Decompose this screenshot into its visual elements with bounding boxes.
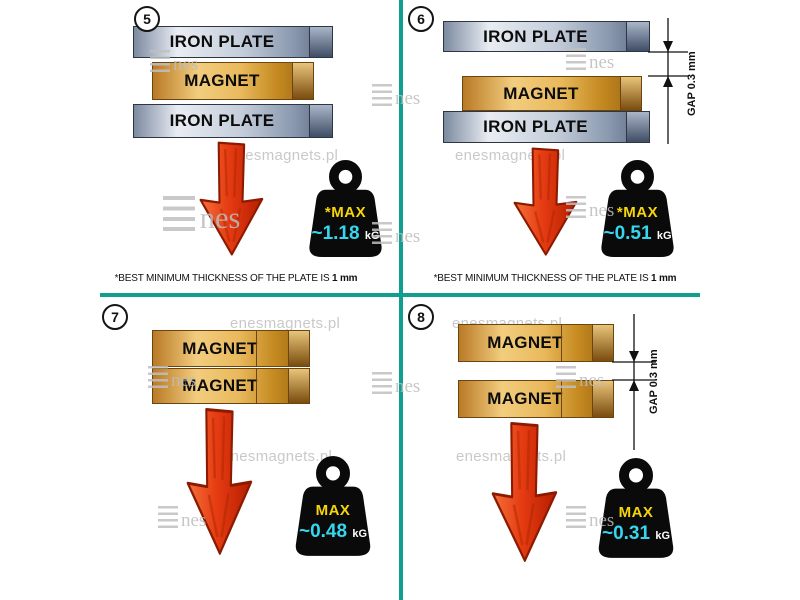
panel7-pull-force-arrow xyxy=(186,408,253,555)
panel6-top-plate-label: IRON PLATE xyxy=(483,26,588,46)
enes-logo-icon xyxy=(556,366,576,390)
enes-logo-text: nes xyxy=(395,376,421,397)
panel7-top-magnet: MAGNET xyxy=(152,330,310,367)
panel6-pull-force-arrow xyxy=(513,147,578,256)
panel5-max-label: *MAX xyxy=(324,204,367,222)
kettlebell-icon xyxy=(295,456,371,556)
enes-logo-icon xyxy=(372,84,392,108)
enes-logo-watermark: nes xyxy=(163,196,241,236)
enes-logo-icon xyxy=(566,506,586,530)
enes-logo-icon xyxy=(372,372,392,396)
panel5-pull-force-arrow xyxy=(199,141,264,256)
panel5-number-badge: 5 xyxy=(134,6,160,32)
panel6-max-value: ~0.51 xyxy=(603,223,652,245)
panel6-weight-text: *MAX ~0.51 kG xyxy=(589,204,686,245)
enes-logo-watermark: nes xyxy=(158,506,206,530)
watermark-text: enesmagnets.pl xyxy=(230,315,341,332)
panel8-top-magnet: MAGNET xyxy=(458,324,614,362)
enes-logo-text: nes xyxy=(395,226,421,247)
panel8-gap-dimension-lines xyxy=(612,314,656,450)
panel7-weight-text: MAX ~0.48 kG xyxy=(283,502,383,543)
panel5-footnote-bold: 1 mm xyxy=(332,273,358,284)
panel5-magnet: MAGNET xyxy=(152,62,314,100)
panel6-footnote-text: *BEST MINIMUM THICKNESS OF THE PLATE IS xyxy=(433,273,649,284)
enes-logo-watermark: nes xyxy=(372,222,420,246)
panel8-gap-label: GAP 0.3 mm xyxy=(648,349,660,415)
kettlebell-icon xyxy=(598,458,674,558)
panel7-bottom-magnet-label: MAGNET xyxy=(182,376,258,395)
panel6-gap-label: GAP 0.3 mm xyxy=(686,51,698,117)
enes-logo-text: nes xyxy=(173,54,199,75)
panel5-footnote-text: *BEST MINIMUM THICKNESS OF THE PLATE IS xyxy=(114,273,330,284)
enes-logo-watermark: nes xyxy=(566,506,614,530)
panel8-top-magnet-label: MAGNET xyxy=(487,333,563,352)
panel8-bottom-magnet-label: MAGNET xyxy=(487,389,563,408)
enes-logo-watermark: nes xyxy=(372,372,420,396)
panel7-top-magnet-label: MAGNET xyxy=(182,338,258,358)
enes-logo-text: nes xyxy=(395,88,421,109)
horizontal-divider xyxy=(100,293,700,297)
kettlebell-icon xyxy=(601,160,674,258)
panel5-weight: *MAX ~1.18 kG xyxy=(297,160,394,263)
enes-logo-watermark: nes xyxy=(566,196,614,220)
enes-logo-icon xyxy=(158,506,178,530)
panel8-bottom-magnet: MAGNET xyxy=(458,380,614,418)
enes-logo-text: nes xyxy=(589,52,615,73)
enes-logo-icon xyxy=(372,222,392,246)
kettlebell-icon xyxy=(309,160,382,258)
panel6-max-label: *MAX xyxy=(616,204,659,222)
panel6-number-badge: 6 xyxy=(408,6,434,32)
enes-logo-text: nes xyxy=(589,200,615,221)
panel6-bottom-plate-label: IRON PLATE xyxy=(483,117,588,136)
panel8-pull-force-arrow xyxy=(491,421,558,562)
panel5-weight-text: *MAX ~1.18 kG xyxy=(297,204,394,245)
enes-logo-icon xyxy=(566,48,586,72)
panel8-number-badge: 8 xyxy=(408,304,434,330)
panel5-bottom-iron-plate: IRON PLATE xyxy=(133,104,333,138)
panel7-bottom-magnet: MAGNET xyxy=(152,368,310,404)
panel6-footnote-bold: 1 mm xyxy=(651,273,677,284)
enes-logo-watermark: nes xyxy=(556,366,604,390)
panel8-max-label: MAX xyxy=(618,503,654,521)
panel6-top-iron-plate: IRON PLATE xyxy=(443,21,650,52)
panel8-weight-text: MAX ~0.31 kG xyxy=(586,504,686,545)
vertical-divider xyxy=(399,0,403,600)
enes-logo-text: nes xyxy=(199,202,241,236)
panel5-footnote: *BEST MINIMUM THICKNESS OF THE PLATE IS … xyxy=(101,273,371,284)
panel5-magnet-label: MAGNET xyxy=(184,71,260,90)
enes-logo-text: nes xyxy=(171,370,197,391)
enes-logo-watermark: nes xyxy=(150,50,198,74)
enes-logo-text: nes xyxy=(181,510,207,531)
panel6-footnote: *BEST MINIMUM THICKNESS OF THE PLATE IS … xyxy=(420,273,690,284)
panel6-max-unit: kG xyxy=(656,230,672,243)
panel7-max-value: ~0.48 xyxy=(298,520,348,542)
panel6-bottom-iron-plate: IRON PLATE xyxy=(443,111,650,143)
panel8-weight: MAX ~0.31 kG xyxy=(586,458,686,564)
panel7-number-badge: 7 xyxy=(102,304,128,330)
watermark-text: enesmagnets.pl xyxy=(228,147,339,164)
enes-logo-watermark: nes xyxy=(372,84,420,108)
panel6-gap-dimension-lines xyxy=(648,18,688,144)
enes-logo-icon xyxy=(163,196,195,235)
panel5-max-value: ~1.18 xyxy=(311,223,360,245)
panel8-max-unit: kG xyxy=(655,529,671,542)
panel6-magnet-label: MAGNET xyxy=(503,83,579,103)
enes-logo-text: nes xyxy=(589,510,615,531)
panel7-weight: MAX ~0.48 kG xyxy=(283,456,383,562)
panel6-magnet: MAGNET xyxy=(462,76,642,111)
panel7-max-unit: kG xyxy=(352,527,368,540)
enes-logo-icon xyxy=(148,366,168,390)
panel5-top-plate-label: IRON PLATE xyxy=(169,32,275,51)
panel5-bottom-plate-label: IRON PLATE xyxy=(169,111,275,130)
watermark-text: enesmagnets.pl xyxy=(222,448,333,465)
panel6-weight: *MAX ~0.51 kG xyxy=(589,160,686,263)
enes-logo-icon xyxy=(566,196,586,220)
enes-logo-watermark: nes xyxy=(566,48,614,72)
panel7-max-label: MAX xyxy=(315,501,351,519)
panel8-max-value: ~0.31 xyxy=(601,522,651,544)
enes-logo-watermark: nes xyxy=(148,366,196,390)
enes-logo-text: nes xyxy=(579,370,605,391)
enes-logo-icon xyxy=(150,50,170,74)
